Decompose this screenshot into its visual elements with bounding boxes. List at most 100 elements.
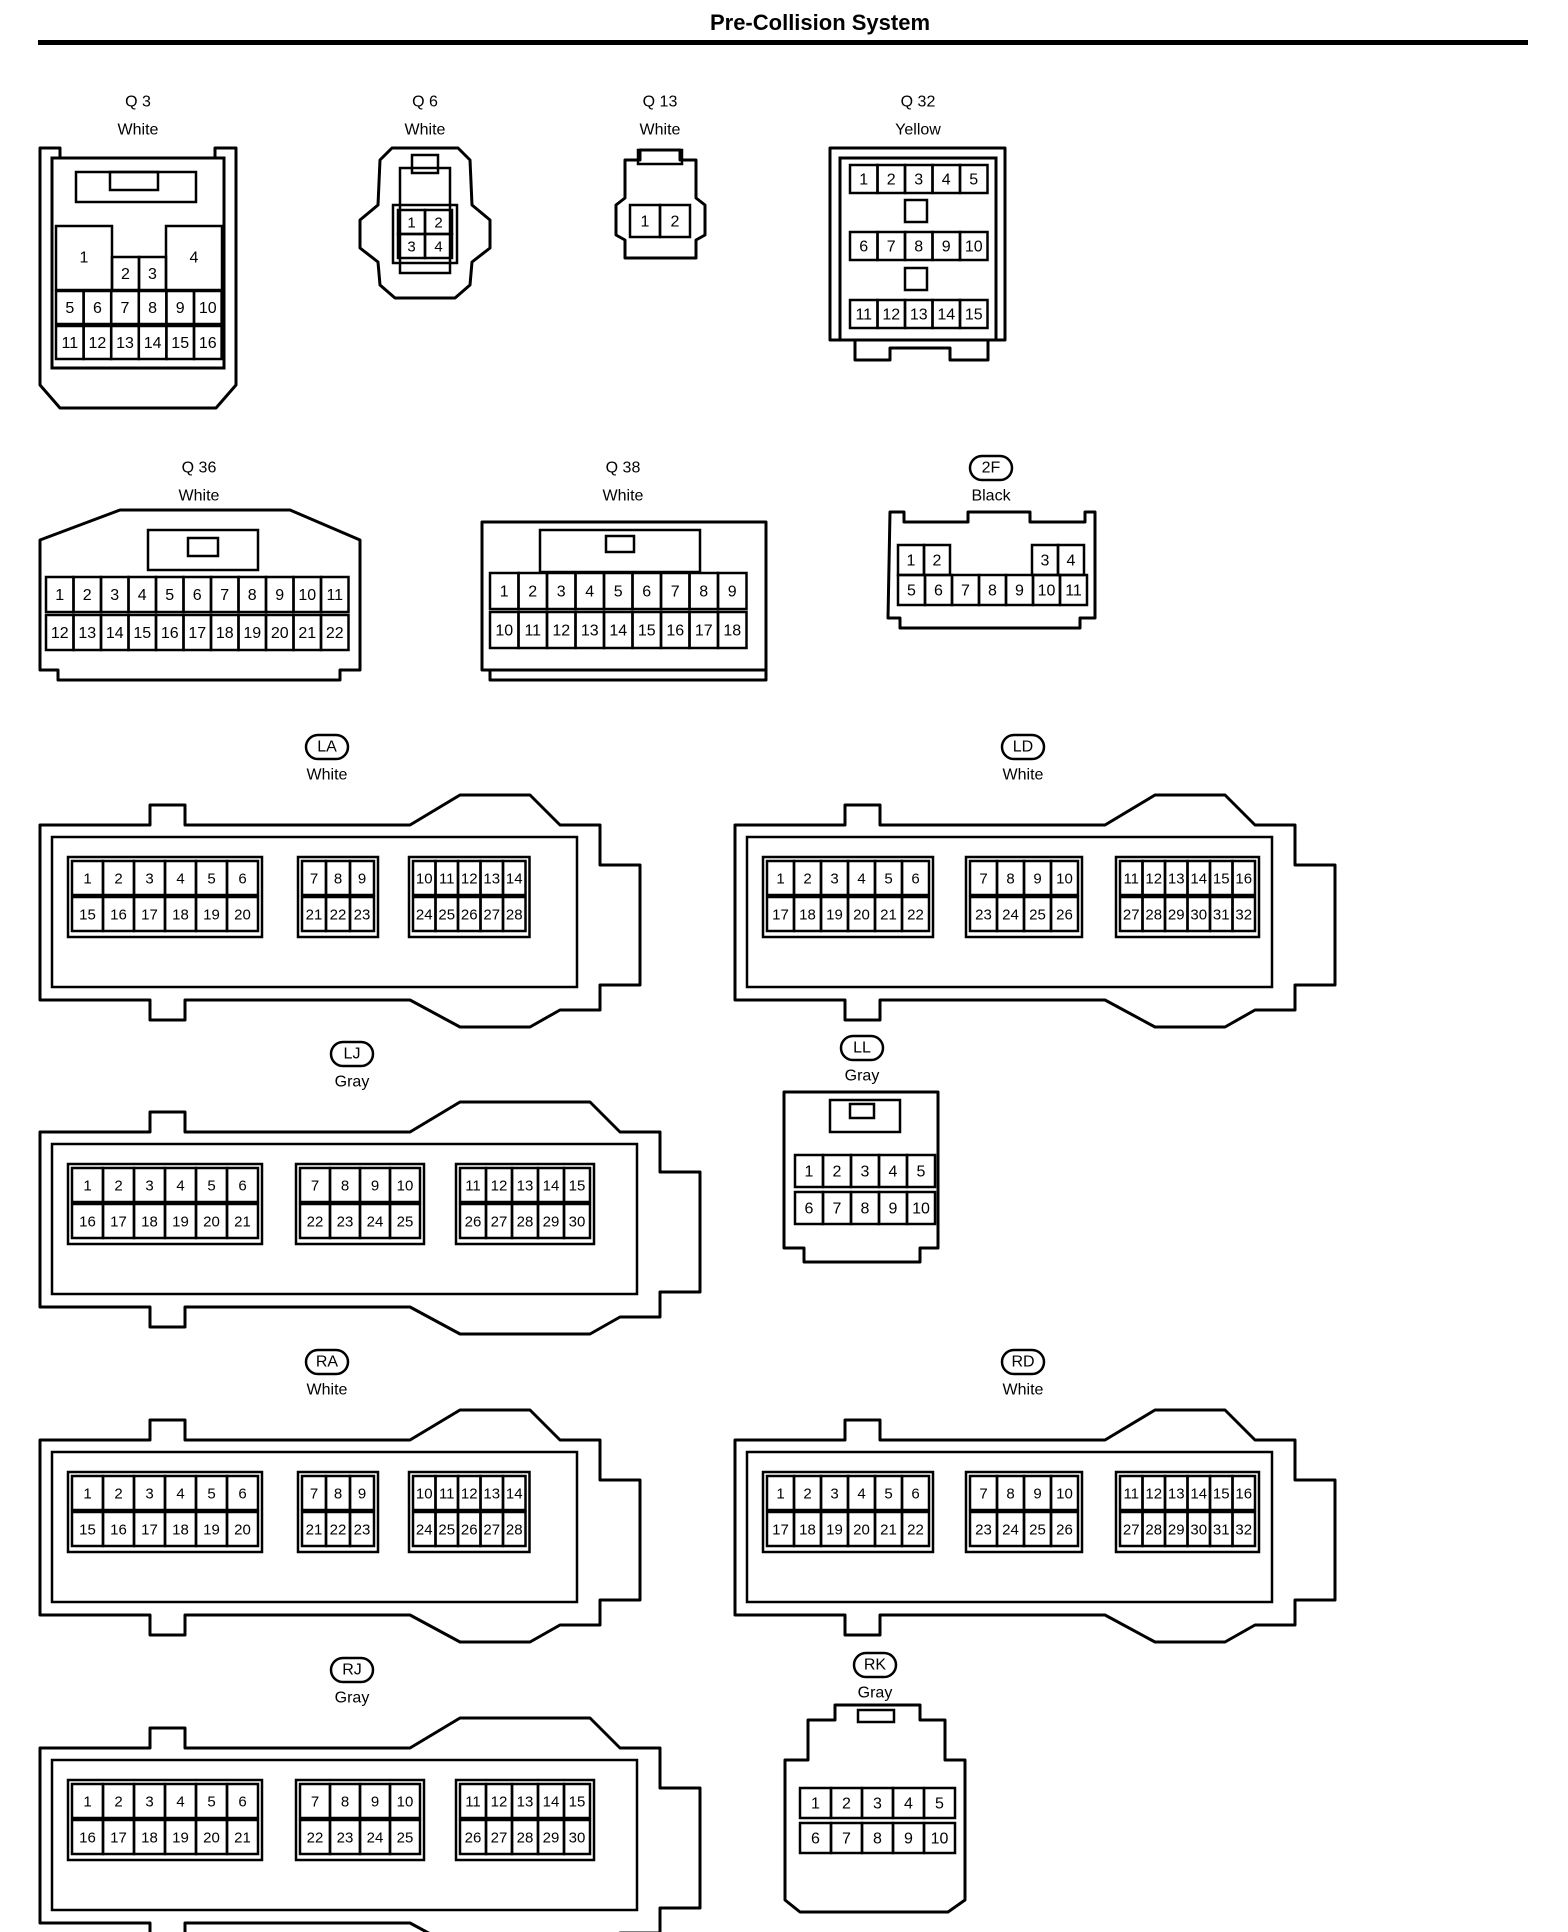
pin-number: 29 <box>543 1214 560 1231</box>
pin-number: 2 <box>114 1794 122 1811</box>
pin-cell <box>922 1786 957 1820</box>
pin-number: 6 <box>805 1201 814 1218</box>
pin-number: 16 <box>110 1522 127 1539</box>
pin-number: 14 <box>1190 871 1207 888</box>
pin-number: 7 <box>671 584 680 601</box>
pin-number: 2 <box>933 553 942 570</box>
housing-inner <box>50 835 579 989</box>
pin-number: 27 <box>1123 907 1140 924</box>
pin-number: 27 <box>491 1830 508 1847</box>
pin-number: 13 <box>1168 871 1185 888</box>
connector-code-badge <box>304 733 350 761</box>
pin-number: 5 <box>884 871 892 888</box>
pin-number: 15 <box>79 907 96 924</box>
pin-cell <box>225 1782 260 1820</box>
pin-number: 8 <box>341 1178 349 1195</box>
pin-number: 3 <box>830 871 838 888</box>
pin-number: 27 <box>483 907 500 924</box>
pin-number: 19 <box>172 1830 189 1847</box>
pin-number: 20 <box>853 907 870 924</box>
pin-number: 23 <box>975 1522 992 1539</box>
pin-number: 26 <box>465 1214 482 1231</box>
connector-color: White <box>307 767 348 784</box>
pin-block <box>294 1162 426 1246</box>
housing-outline <box>358 146 492 300</box>
housing-outline <box>614 148 707 260</box>
pin-number: 19 <box>243 625 261 642</box>
pin-number: 25 <box>397 1214 414 1231</box>
pin-number: 3 <box>861 1164 870 1181</box>
pin-number: 11 <box>855 307 872 324</box>
pin-number: 15 <box>638 623 656 640</box>
pin-number: 7 <box>311 1794 319 1811</box>
housing-inner <box>391 203 459 265</box>
pin-number: 22 <box>330 907 347 924</box>
pin-number: 8 <box>148 300 157 317</box>
pin-cell <box>225 895 260 933</box>
pin-number: 3 <box>1041 553 1050 570</box>
pin-number: 6 <box>911 871 919 888</box>
pin-cell <box>225 1474 260 1512</box>
pin-number: 28 <box>517 1214 534 1231</box>
pin-number: 6 <box>934 583 943 600</box>
pin-number: 4 <box>857 871 865 888</box>
connector-code: Q 3 <box>125 94 151 111</box>
pin-number: 10 <box>397 1794 414 1811</box>
pin-number: 18 <box>723 623 741 640</box>
pin-cell <box>388 1166 422 1204</box>
pin-number: 15 <box>965 307 983 324</box>
pin-block <box>761 1470 935 1554</box>
pin-number: 13 <box>483 1486 500 1503</box>
pin-cell <box>225 1202 260 1240</box>
housing-outline <box>488 670 768 682</box>
pin-number: 7 <box>887 239 896 256</box>
pin-cell <box>900 1510 931 1548</box>
pin-number: 22 <box>907 1522 924 1539</box>
pin-block <box>1114 855 1261 939</box>
pin-cell <box>348 1474 376 1512</box>
pin-block <box>296 855 380 939</box>
pin-number: 1 <box>776 871 784 888</box>
title-rule <box>38 40 1528 45</box>
housing-outline <box>38 508 362 682</box>
connector-code: RK <box>864 1657 887 1674</box>
pin-number: 29 <box>1168 1522 1185 1539</box>
pin-cell <box>501 859 527 897</box>
pin-cell <box>192 324 223 361</box>
pin-cell <box>348 1510 376 1548</box>
pin-number: 4 <box>176 1486 184 1503</box>
pin-number: 1 <box>83 871 91 888</box>
pin-number: 18 <box>141 1214 158 1231</box>
pin-block <box>66 1162 264 1246</box>
pin-number: 17 <box>110 1214 127 1231</box>
pin-number: 17 <box>772 907 789 924</box>
pin-number: 13 <box>78 625 96 642</box>
pin-cell <box>501 1474 527 1512</box>
pin-number: 14 <box>106 625 124 642</box>
pin-number: 4 <box>190 250 199 267</box>
pin-number: 25 <box>397 1830 414 1847</box>
pin-number: 10 <box>965 239 983 256</box>
pin-number: 22 <box>307 1214 324 1231</box>
page-title: Pre-Collision System <box>709 10 931 35</box>
pin-number: 8 <box>248 587 257 604</box>
pin-cell <box>388 1202 422 1240</box>
pin-number: 18 <box>799 1522 816 1539</box>
pin-number: 5 <box>207 1178 215 1195</box>
pin-number: 3 <box>145 871 153 888</box>
pin-number: 1 <box>55 587 64 604</box>
pin-number: 9 <box>176 300 185 317</box>
pin-number: 7 <box>310 1486 318 1503</box>
connector-code: LA <box>317 739 337 756</box>
pin-number: 4 <box>942 172 951 189</box>
pin-number: 25 <box>438 907 455 924</box>
pin-number: 7 <box>833 1201 842 1218</box>
pin-number: 3 <box>873 1796 882 1813</box>
pin-block <box>454 1778 596 1862</box>
pin-number: 21 <box>234 1830 251 1847</box>
pin-number: 14 <box>543 1178 560 1195</box>
pin-number: 15 <box>569 1178 586 1195</box>
